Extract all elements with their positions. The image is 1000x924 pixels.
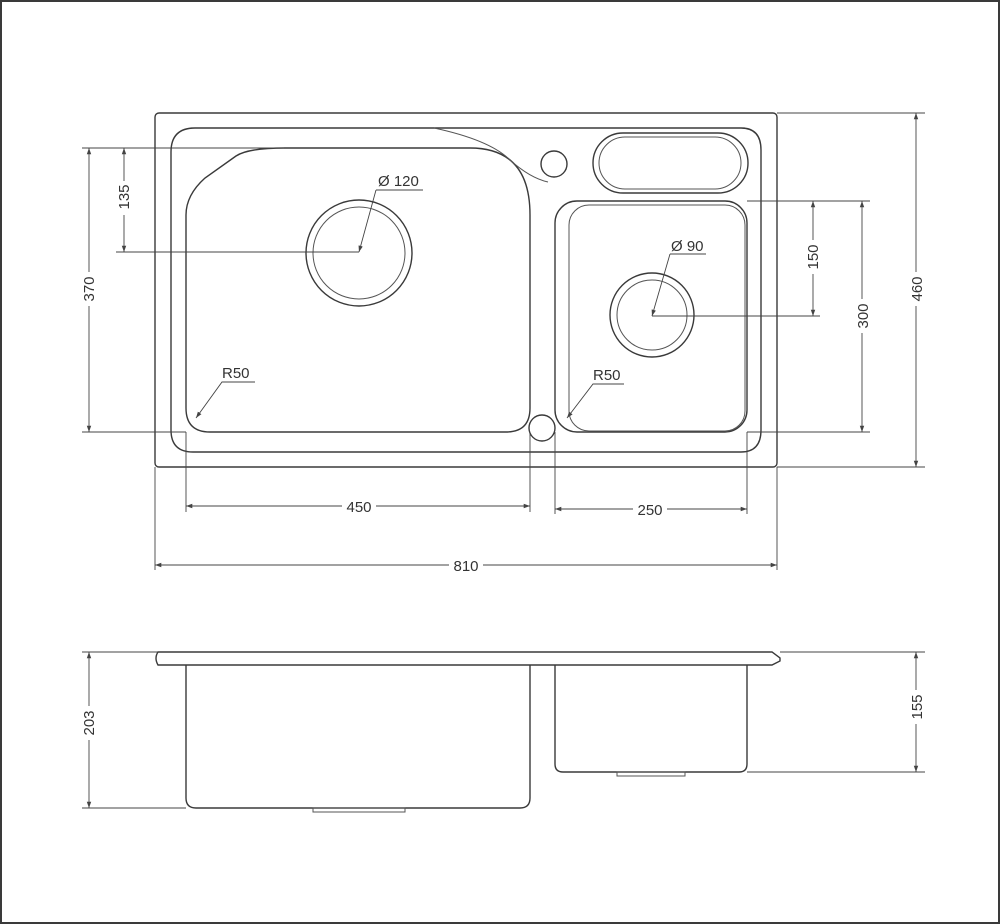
sink-inner-deck <box>170 127 762 453</box>
small-drain-outer <box>609 272 695 358</box>
bowl-divider-swoosh <box>433 127 549 183</box>
leader-big-drain <box>359 189 423 252</box>
dim-text-203: 203 <box>81 710 98 735</box>
leader-big-radius <box>195 381 255 419</box>
extension-lines <box>82 112 925 570</box>
side-small-drain <box>616 771 686 777</box>
dim-text-small-drain-diameter: Ø 90 <box>671 238 704 255</box>
soap-tray-slot <box>592 132 749 194</box>
dim-text-155: 155 <box>909 694 926 719</box>
small-drain-inner <box>616 279 688 351</box>
dim-text-big-radius: R50 <box>222 365 250 382</box>
dim-text-460: 460 <box>909 276 926 301</box>
side-view: 203 155 <box>80 651 926 813</box>
small-bowl-inner-edge <box>568 204 746 432</box>
dim-text-250: 250 <box>637 502 662 519</box>
sink-outer-rim <box>154 112 778 468</box>
dim-text-450: 450 <box>346 499 371 516</box>
dim-text-big-drain-diameter: Ø 120 <box>378 173 419 190</box>
dim-text-300: 300 <box>855 303 872 328</box>
side-big-drain <box>312 807 406 813</box>
soap-tray-inner <box>598 136 742 190</box>
leader-small-radius <box>566 383 624 419</box>
big-drain-inner <box>312 206 406 300</box>
side-rim <box>155 651 781 666</box>
dim-text-small-radius: R50 <box>593 367 621 384</box>
overflow-hole <box>528 414 556 442</box>
small-bowl <box>554 200 748 433</box>
big-bowl <box>185 147 531 433</box>
top-view: 450 250 810 370 135 300 150 460 Ø 120 Ø … <box>80 112 926 575</box>
leader-small-drain <box>652 253 706 316</box>
faucet-hole <box>540 150 568 178</box>
dim-text-135: 135 <box>116 184 133 209</box>
dim-text-370: 370 <box>81 276 98 301</box>
big-drain-outer <box>305 199 413 307</box>
dim-text-150: 150 <box>805 244 822 269</box>
dim-text-810: 810 <box>453 558 478 575</box>
side-extension-lines <box>82 651 925 809</box>
